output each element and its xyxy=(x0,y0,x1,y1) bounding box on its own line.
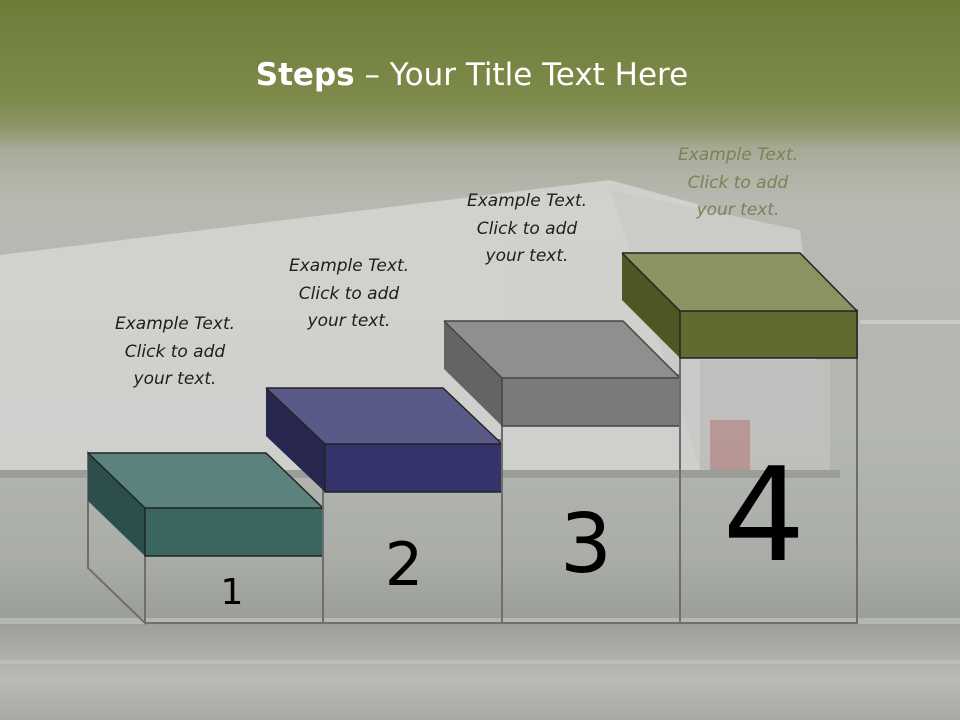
step-2-block-side xyxy=(266,388,325,492)
step-4-block-side xyxy=(622,253,680,358)
slide-title[interactable]: Steps – Your Title Text Here xyxy=(0,52,944,98)
step-1-number: 1 xyxy=(221,572,244,613)
step-2: 2 xyxy=(265,387,503,624)
step-2-block-top xyxy=(266,388,502,444)
step-3-caption[interactable]: Example Text. Click to add your text. xyxy=(442,188,612,271)
step-1-block-front xyxy=(144,507,324,557)
step-2-caption-line-1: Example Text. xyxy=(288,256,410,276)
step-4: 4 xyxy=(621,252,858,624)
step-3-block-side xyxy=(444,321,502,426)
step-4-caption[interactable]: Example Text. Click to add your text. xyxy=(653,142,823,225)
step-1-caption-line-2: Click to add xyxy=(124,341,226,362)
step-4-caption-line-1: Example Text. xyxy=(677,145,799,165)
step-2-caption[interactable]: Example Text. Click to add your text. xyxy=(264,253,434,336)
title-rest: – Your Title Text Here xyxy=(354,57,689,93)
step-3-caption-line-1: Example Text. xyxy=(466,191,588,211)
step-4-block-front xyxy=(679,310,858,359)
step-3-caption-line-3: your text. xyxy=(485,246,569,266)
step-4-caption-line-3: your text. xyxy=(696,200,780,220)
step-4-block-top xyxy=(622,253,857,311)
step-1-caption[interactable]: Example Text. Click to add your text. xyxy=(90,311,260,394)
step-4-caption-line-2: Click to add xyxy=(687,172,789,193)
step-1-block-side xyxy=(88,453,145,556)
step-3-block-front xyxy=(501,377,681,427)
step-2-caption-line-2: Click to add xyxy=(298,283,400,304)
step-1-block-top xyxy=(88,453,323,508)
step-1-caption-line-3: your text. xyxy=(133,369,217,389)
step-2-number: 2 xyxy=(385,530,423,600)
step-3: 3 xyxy=(443,320,681,624)
step-2-block-front xyxy=(324,443,503,493)
step-4-number: 4 xyxy=(723,439,806,591)
step-3-block-top xyxy=(444,321,680,378)
title-bold: Steps xyxy=(255,57,355,93)
step-3-caption-line-2: Click to add xyxy=(476,218,578,239)
step-1: 1 xyxy=(87,450,324,626)
step-1-caption-line-1: Example Text. xyxy=(114,314,236,334)
step-2-caption-line-3: your text. xyxy=(307,311,391,331)
step-3-number: 3 xyxy=(560,497,612,592)
